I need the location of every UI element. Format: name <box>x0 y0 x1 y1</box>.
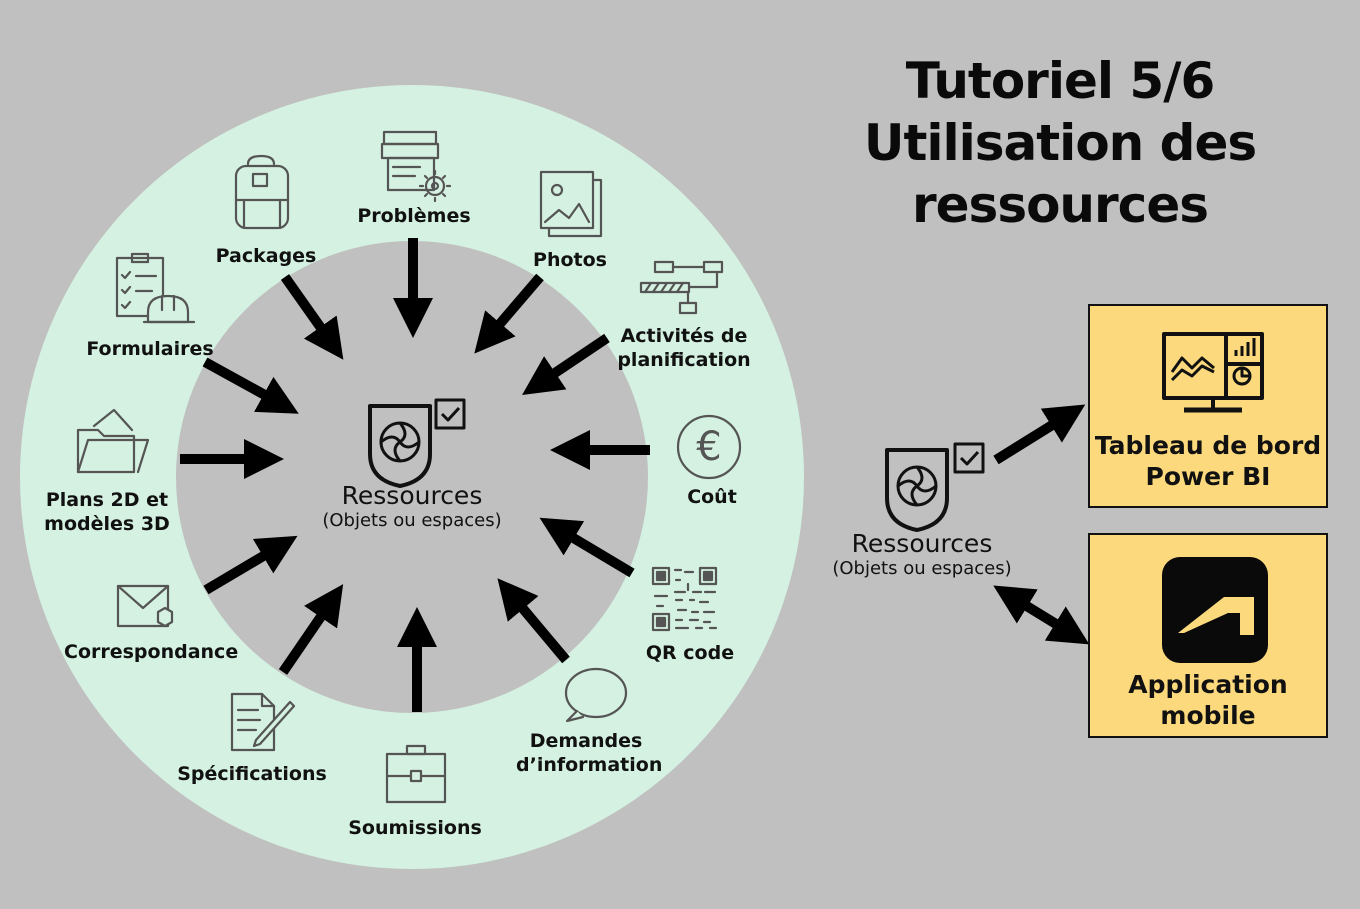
hub-label: Ressources (Objets ou espaces) <box>302 482 522 532</box>
label-cout: Coût <box>687 486 737 508</box>
mobile-app-label: Application mobile <box>1090 669 1326 731</box>
specifications-icon <box>230 692 296 752</box>
powerbi-label: Tableau de bord Power BI <box>1090 430 1326 492</box>
label-problemes: Problèmes <box>357 205 471 227</box>
mobile-app-icon <box>1162 557 1268 663</box>
arrow-formulaires <box>202 357 299 414</box>
resource-icon <box>368 398 466 488</box>
euro-coin-icon <box>676 414 742 480</box>
label-photos: Photos <box>533 249 607 271</box>
label-plans-line-2: modèles 3D <box>44 513 170 535</box>
hub-subtitle: (Objets ou espaces) <box>322 510 502 531</box>
mobile-app-line-2: mobile <box>1160 701 1256 730</box>
label-correspondance: Correspondance <box>64 641 239 663</box>
arrow-specifications <box>278 584 344 675</box>
label-plans: Plans 2D et modèles 3D <box>32 488 182 536</box>
arrow-packages <box>280 274 344 360</box>
label-plans-line-1: Plans 2D et <box>45 489 169 511</box>
title-line-3: ressources <box>911 176 1209 234</box>
title-line-1: Tutoriel 5/6 <box>905 52 1216 110</box>
euro-symbol-icon: € <box>696 424 722 470</box>
powerbi-line-2: Power BI <box>1145 462 1271 491</box>
resource-output-title: Ressources <box>851 529 993 558</box>
envelope-icon <box>116 584 174 628</box>
issues-icon <box>380 130 452 203</box>
mobile-app-line-1: Application <box>1128 670 1288 699</box>
label-formulaires: Formulaires <box>86 338 214 360</box>
powerbi-box: Tableau de bord Power BI <box>1088 304 1328 508</box>
label-specifications: Spécifications <box>177 763 327 785</box>
forms-icon <box>115 252 196 324</box>
speech-bubble-icon <box>564 667 628 723</box>
arrow-demandes <box>497 578 570 664</box>
label-demandes: Demandes d’information <box>516 729 663 777</box>
title-line-2: Utilisation des <box>863 114 1257 172</box>
briefcase-icon <box>385 744 447 804</box>
mobile-app-box: Application mobile <box>1088 533 1328 738</box>
resource-output-label: Ressources (Objets ou espaces) <box>802 530 1042 580</box>
arrow-activites <box>522 333 610 396</box>
arrow-to-powerbi <box>993 404 1086 465</box>
powerbi-line-1: Tableau de bord <box>1094 431 1322 460</box>
label-qr-code: QR code <box>645 642 735 664</box>
label-packages: Packages <box>215 245 317 267</box>
label-demandes-line-1: Demandes <box>529 730 643 752</box>
page-title: Tutoriel 5/6 Utilisation des ressources <box>820 50 1300 236</box>
resource-output-icon <box>885 442 985 532</box>
label-soumissions: Soumissions <box>348 817 482 839</box>
label-activites-line-1: Activités de <box>620 325 748 347</box>
resource-output-subtitle: (Objets ou espaces) <box>832 558 1012 579</box>
arrow-to-mobile <box>993 585 1090 645</box>
photos-icon <box>539 170 603 238</box>
arrow-correspondance <box>203 535 298 595</box>
label-activites: Activités de planification <box>604 324 764 372</box>
arrow-qr <box>539 517 635 578</box>
label-demandes-line-2: d’information <box>516 754 663 776</box>
label-activites-line-2: planification <box>617 349 751 371</box>
dashboard-monitor-icon <box>1162 332 1264 413</box>
qr-code-icon <box>651 566 718 632</box>
folder-icon <box>76 408 150 474</box>
hub-title: Ressources <box>341 481 483 510</box>
inbound-arrows <box>180 238 650 712</box>
backpack-icon <box>234 154 290 230</box>
schedule-icon <box>639 260 724 315</box>
arrow-photos <box>474 273 544 354</box>
